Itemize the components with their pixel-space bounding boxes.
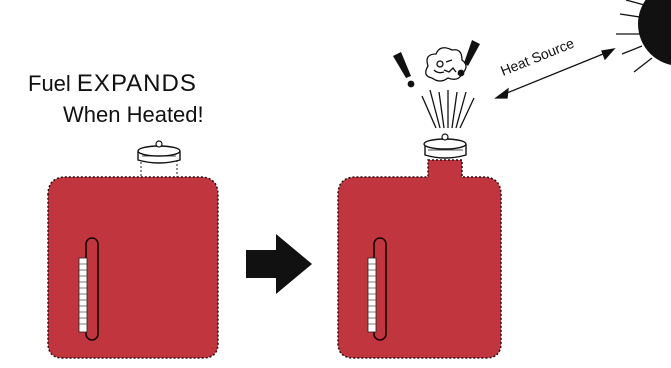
exclamation-icon-left [393, 52, 414, 87]
arrow-right-icon [246, 234, 312, 294]
left-can-cap [138, 141, 180, 163]
right-can-cap [424, 134, 466, 158]
fuel-can-icon [48, 141, 218, 358]
expanded-fuel-can-icon [338, 134, 501, 358]
heat-source-label: Heat Source [498, 35, 576, 79]
sun-icon [616, 0, 671, 72]
